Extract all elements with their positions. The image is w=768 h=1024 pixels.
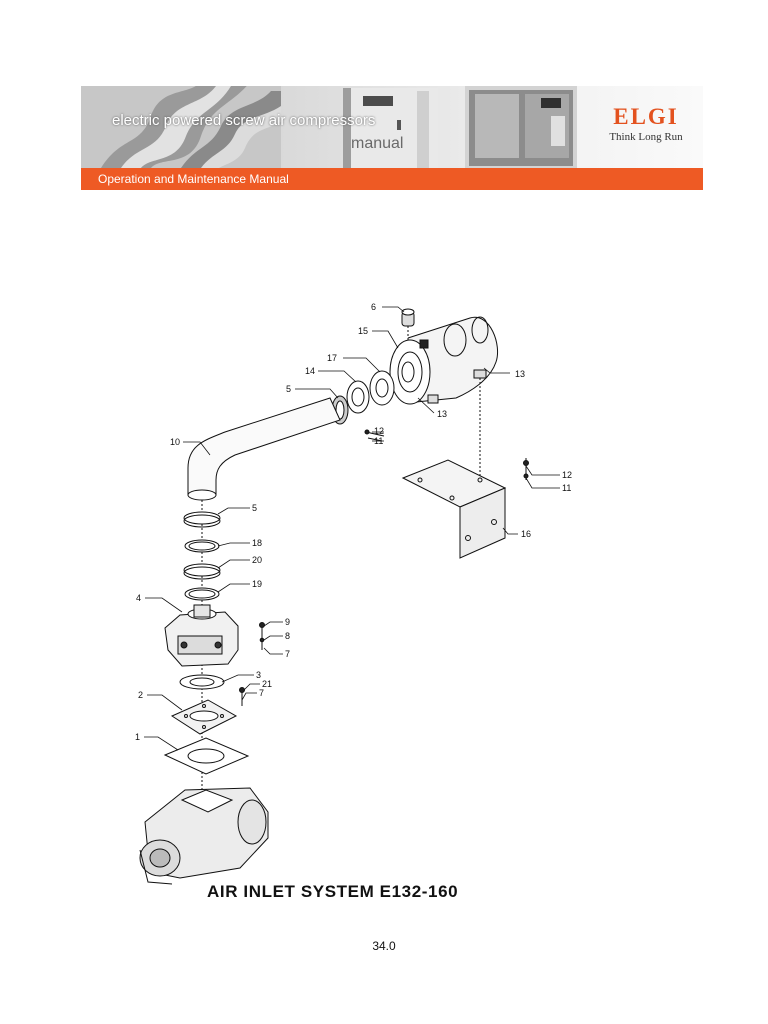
callout-12-upper: 12 <box>374 426 384 436</box>
elbow-pipe <box>187 397 341 501</box>
figure-title: AIR INLET SYSTEM E132-160 <box>207 882 459 901</box>
banner-tagline: electric powered screw air compressors <box>112 112 376 129</box>
callout-19: 19 <box>252 579 262 589</box>
callout-21: 21 <box>262 679 272 689</box>
callout-7-lower: 7 <box>259 688 264 698</box>
adaptor-plate <box>170 699 238 735</box>
compressor-airend <box>139 787 269 885</box>
callout-5-upper: 5 <box>286 384 291 394</box>
callout-13-lower: 13 <box>437 409 447 419</box>
callout-10: 10 <box>170 437 180 447</box>
callout-6: 6 <box>371 302 376 312</box>
callout-16: 16 <box>521 529 531 539</box>
callout-2: 2 <box>138 690 143 700</box>
screw-rotor-image <box>81 86 281 168</box>
callout-11-bracket: 11 <box>562 483 571 493</box>
callout-5-lower: 5 <box>252 503 257 513</box>
compressor-unit-image <box>465 86 577 168</box>
callout-18: 18 <box>252 538 262 548</box>
callout-9: 9 <box>285 617 290 627</box>
inlet-gaskets <box>346 370 395 414</box>
screw-and-washer-bracket <box>523 458 529 480</box>
banner-photo-strip: electric powered screw air compressors m… <box>81 86 703 168</box>
screw-and-washer-upper <box>364 429 385 442</box>
restriction-indicator <box>401 308 415 342</box>
air-inlet-exploded-diagram: 6 15 17 14 5 13 13 12 11 10 12 11 16 5 1… <box>135 302 572 885</box>
compressor-cabinet-image <box>343 88 438 168</box>
mounting-bracket <box>401 378 507 559</box>
banner-manual-word: manual <box>351 135 404 152</box>
banner-subtitle: Operation and Maintenance Manual <box>98 172 289 186</box>
banner-illustration <box>81 86 577 168</box>
callout-numbers: 6 15 17 14 5 13 13 12 11 10 12 11 16 5 1… <box>135 302 572 742</box>
callout-leaders <box>144 306 560 751</box>
callout-20: 20 <box>252 555 262 565</box>
callout-1: 1 <box>135 732 140 742</box>
callout-4: 4 <box>136 593 141 603</box>
callout-3: 3 <box>256 670 261 680</box>
brand-logo: ELGI Think Long Run <box>601 104 691 143</box>
callout-7-upper: 7 <box>285 649 290 659</box>
callout-13-right: 13 <box>515 369 525 379</box>
valve-gasket <box>179 674 225 690</box>
page-number: 34.0 <box>372 939 396 953</box>
air-filter-housing <box>389 316 498 405</box>
banner-subtitle-bar: Operation and Maintenance Manual <box>81 168 703 190</box>
callout-14: 14 <box>305 366 315 376</box>
callout-12-bracket: 12 <box>562 470 572 480</box>
brand-slogan: Think Long Run <box>609 131 683 143</box>
brand-name: ELGI <box>613 104 679 129</box>
inlet-valve <box>164 604 239 667</box>
callout-8: 8 <box>285 631 290 641</box>
clamp-and-ring-stack <box>183 511 221 601</box>
header-banner: electric powered screw air compressors m… <box>81 86 703 190</box>
base-gasket <box>163 737 250 775</box>
valve-screws <box>259 622 265 650</box>
callout-15: 15 <box>358 326 368 336</box>
callout-11-upper: 11 <box>374 436 383 446</box>
callout-17: 17 <box>327 353 337 363</box>
